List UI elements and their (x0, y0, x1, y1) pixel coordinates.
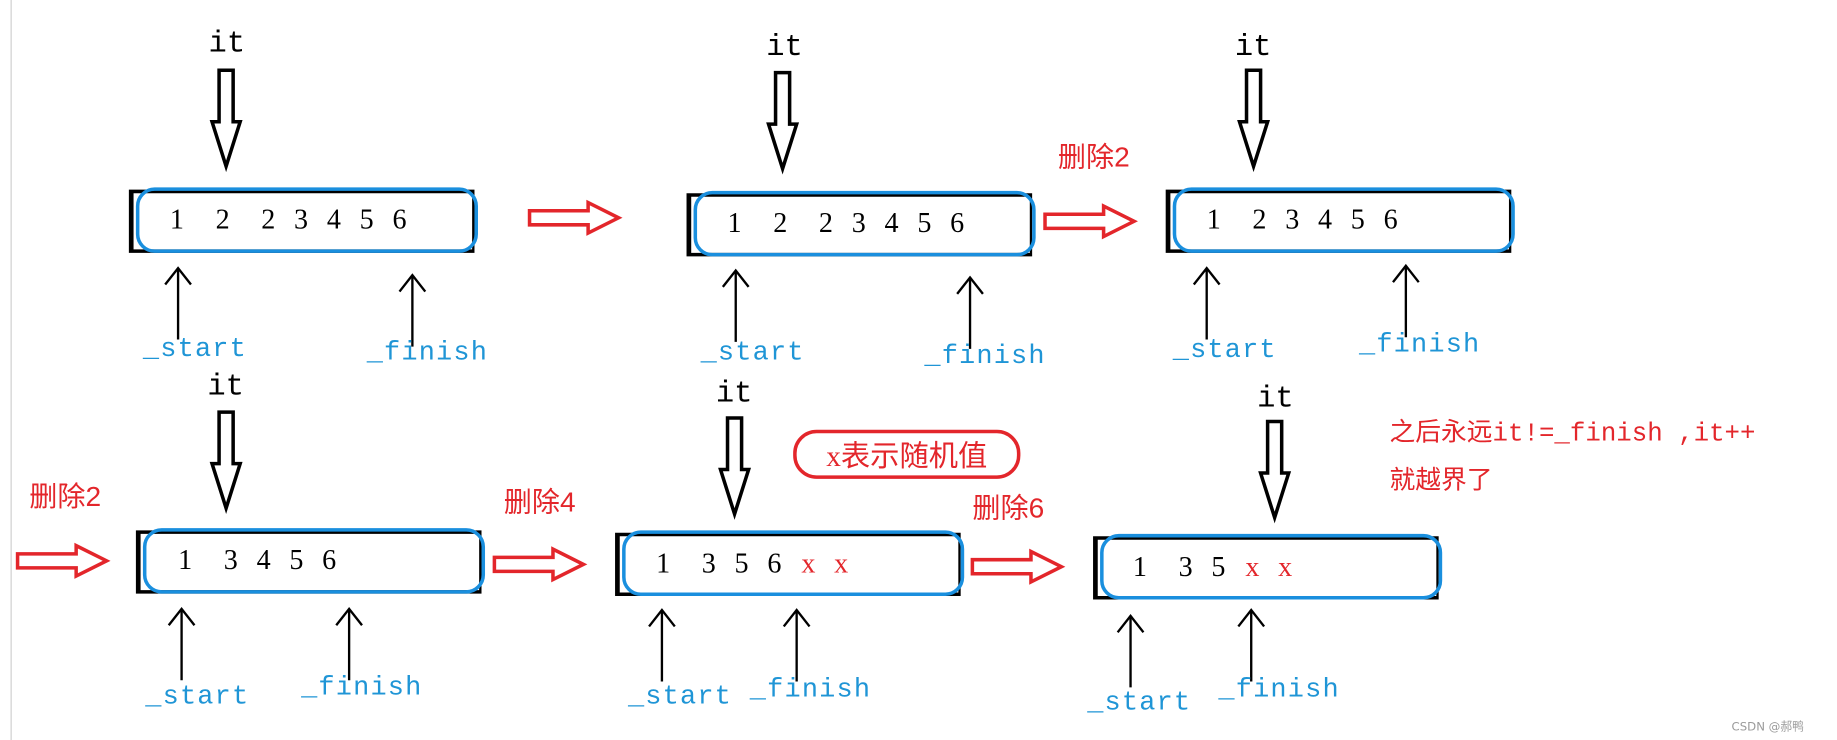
element-values: 1 2 3 4 5 6 (1206, 204, 1404, 236)
finish-label: _finish (749, 674, 872, 705)
start-label: _start (142, 333, 247, 365)
finish-label: _finish (924, 340, 1046, 372)
it-label: it (766, 29, 803, 65)
start-label: _start (1087, 687, 1192, 718)
vector-outline (693, 190, 1036, 257)
finish-label: _finish (301, 672, 423, 703)
vector-outline (622, 530, 965, 596)
up-arrow-icon (1392, 263, 1420, 338)
element-values: 1 3 5 (1132, 552, 1232, 584)
it-label: it (208, 25, 246, 61)
element-values: 1 3 4 5 6 (178, 545, 343, 577)
conclusion-line-1: 之后永远it!=_finish ,it++ (1389, 419, 1756, 449)
note-text: x表示随机值 (826, 441, 988, 474)
element-values: 1 2 2 3 4 5 6 (727, 208, 971, 239)
up-arrow-icon (782, 608, 811, 682)
vector-elements: 1 2 2 3 4 5 6 (728, 207, 971, 240)
up-arrow-icon (1116, 613, 1145, 688)
start-label: _start (1172, 334, 1277, 366)
start-label: _start (627, 681, 733, 712)
vector-outline (1172, 187, 1515, 253)
up-arrow-icon (398, 273, 427, 347)
hollow-down-arrow-icon (1237, 68, 1271, 173)
up-arrow-icon (164, 266, 192, 340)
random-values: x x (1245, 552, 1299, 584)
vector-outline (142, 528, 486, 594)
random-values: x x (801, 549, 855, 580)
it-label: it (715, 375, 753, 411)
up-arrow-icon (1237, 608, 1266, 682)
conclusion-line-2: 就越界了 (1389, 467, 1493, 497)
watermark: CSDN @郝鸭 (1731, 721, 1804, 735)
hollow-right-arrow-icon (15, 542, 111, 579)
element-values: 1 2 2 3 4 5 6 (169, 204, 413, 236)
finish-label: _finish (1218, 674, 1340, 705)
up-arrow-icon (648, 608, 676, 682)
up-arrow-icon (1192, 266, 1221, 340)
transition-label: 删除4 (503, 487, 576, 519)
up-arrow-icon (167, 606, 196, 681)
transition-label: 删除2 (1057, 141, 1130, 174)
vector-elements: 1 3 5 x x (1133, 551, 1298, 584)
vector-outline (135, 187, 478, 253)
it-label: it (207, 368, 244, 404)
hollow-right-arrow-icon (527, 199, 623, 236)
hollow-right-arrow-icon (970, 548, 1066, 585)
up-arrow-icon (335, 606, 363, 681)
hollow-right-arrow-icon (492, 546, 588, 583)
hollow-down-arrow-icon (209, 68, 243, 173)
vector-elements: 1 2 3 4 5 6 (1207, 204, 1404, 237)
finish-label: _finish (1358, 329, 1481, 360)
hollow-down-arrow-icon (1258, 419, 1292, 524)
start-label: _start (145, 681, 250, 712)
up-arrow-icon (721, 268, 750, 342)
vector-outline (1100, 533, 1443, 600)
vector-elements: 1 3 4 5 6 (178, 544, 342, 577)
hollow-down-arrow-icon (766, 70, 800, 175)
finish-label: _finish (366, 337, 489, 368)
transition-label: 删除2 (29, 481, 102, 513)
it-label: it (1257, 380, 1294, 416)
transition-label: 删除6 (972, 492, 1045, 525)
hollow-right-arrow-icon (1043, 203, 1138, 240)
up-arrow-icon (956, 275, 984, 349)
vector-elements: 1 3 5 6 x x (656, 548, 854, 581)
vector-elements: 1 2 2 3 4 5 6 (170, 204, 413, 237)
it-label: it (1234, 29, 1272, 65)
hollow-down-arrow-icon (209, 410, 243, 515)
hollow-down-arrow-icon (718, 416, 752, 520)
left-border-line (10, 0, 12, 740)
random-value-note: x表示随机值 (793, 429, 1021, 479)
start-label: _start (700, 337, 805, 368)
element-values: 1 3 5 6 (656, 549, 788, 580)
